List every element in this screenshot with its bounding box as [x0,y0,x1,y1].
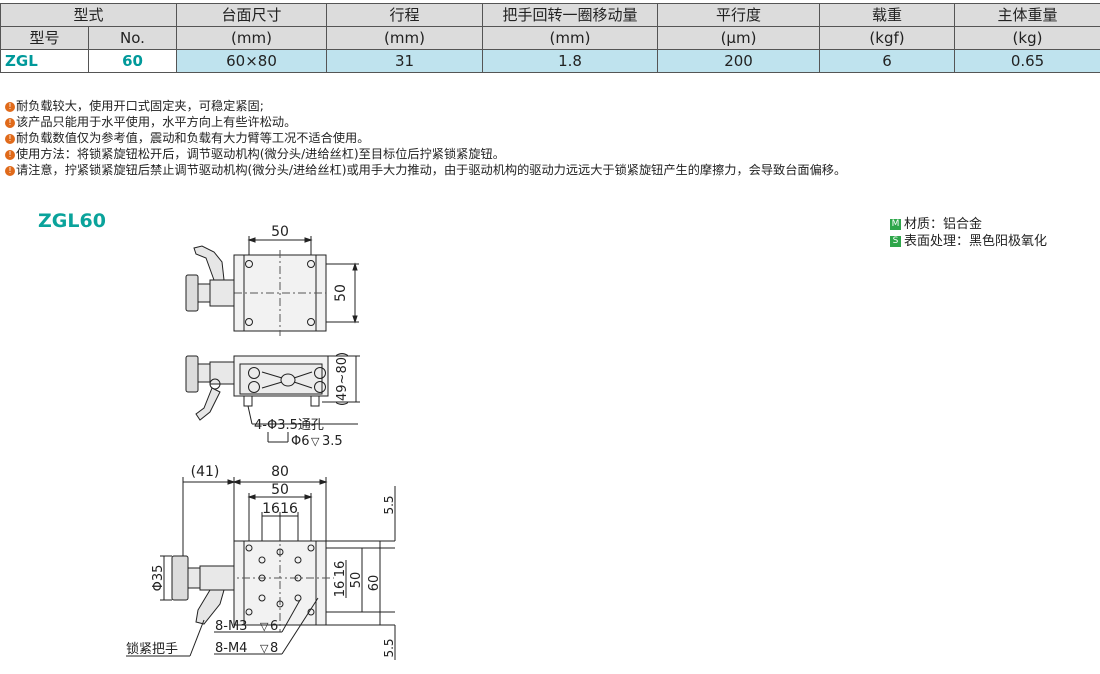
dim-inner-width: 50 [271,482,289,498]
cell-stroke: 31 [326,49,484,73]
dim-pitch-a: 16 [262,501,280,517]
unit-stroke: (mm) [326,26,484,50]
top-view [185,236,359,336]
cell-weight: 0.65 [954,49,1100,73]
dim-knob-dia: Φ35 [151,565,166,592]
note-item: !该产品只能用于水平使用，水平方向上有些许松动。 [5,114,846,130]
dim-top-height: 50 [333,284,349,302]
dim-overall-width: 80 [271,464,289,480]
note-item: !使用方法：将锁紧旋钮松开后，调节驱动机构(微分头/进给丝杠)至目标位后拧紧锁紧… [5,146,846,162]
cell-travel: 1.8 [482,49,659,73]
unit-travel: (mm) [482,26,659,50]
header-no: No. [87,26,178,50]
cell-model: ZGL [0,49,89,73]
tap-m3-depth: 6 [270,619,278,634]
hole-callout: 4-Φ3.5通孔 [254,418,324,433]
unit-load: (kgf) [819,26,956,50]
lock-handle-label: 锁紧把手 [126,641,178,657]
unit-parallelism: (μm) [657,26,821,50]
tap-m3-label: 8-M3 [215,619,247,634]
depth-icon: ▽ [260,620,269,633]
counterbore-dia: Φ6 [291,434,310,449]
dim-top-width: 50 [271,224,289,240]
warning-icon: ! [5,165,15,176]
dim-right-50: 50 [349,572,364,589]
header-parallelism: 平行度 [657,3,821,27]
product-title: ZGL60 [38,210,106,232]
dim-margin-bottom: 5.5 [382,638,396,657]
bottom-view [126,477,396,660]
header-travel-per-rev: 把手回转一圈移动量 [482,3,659,27]
tap-m4-depth: 8 [270,641,278,656]
counterbore-depth: 3.5 [322,434,343,449]
dim-right-16a: 16 [333,561,348,578]
warning-icon: ! [5,101,15,112]
notes-list: !耐负载较大，使用开口式固定夹，可稳定紧固; !该产品只能用于水平使用，水平方向… [5,98,846,178]
depth-icon: ▽ [311,435,320,448]
note-item: !请注意，拧紧锁紧旋钮后禁止调节驱动机构(微分头/进给丝杠)或用手大力推动，由于… [5,162,846,178]
surface-icon: S [890,236,901,247]
dim-right-16b: 16 [333,581,348,598]
dim-knob-offset: (41) [191,464,220,480]
side-view [185,355,360,443]
spec-table: 型式 台面尺寸 行程 把手回转一圈移动量 平行度 载重 主体重量 型号 No. … [0,3,1100,73]
tap-m4-label: 8-M4 [215,641,247,656]
material-icon: M [890,219,901,230]
unit-weight: (kg) [954,26,1100,50]
depth-icon: ▽ [260,642,269,655]
cell-load: 6 [819,49,956,73]
dim-margin-top: 5.5 [382,495,396,514]
header-type: 型式 [0,3,178,27]
note-item: !耐负载较大，使用开口式固定夹，可稳定紧固; [5,98,846,114]
warning-icon: ! [5,133,15,144]
dim-pitch-b: 16 [280,501,298,517]
unit-table-size: (mm) [176,26,328,50]
cell-no: 60 [87,49,178,73]
warning-icon: ! [5,149,15,160]
note-item: !耐负载数值仅为参考值，震动和负载有大力臂等工况不适合使用。 [5,130,846,146]
dim-right-60: 60 [367,575,382,592]
warning-icon: ! [5,117,15,128]
header-weight: 主体重量 [954,3,1100,27]
cell-parallelism: 200 [657,49,821,73]
dim-height-range: (49~80) [335,352,350,406]
header-stroke: 行程 [326,3,484,27]
